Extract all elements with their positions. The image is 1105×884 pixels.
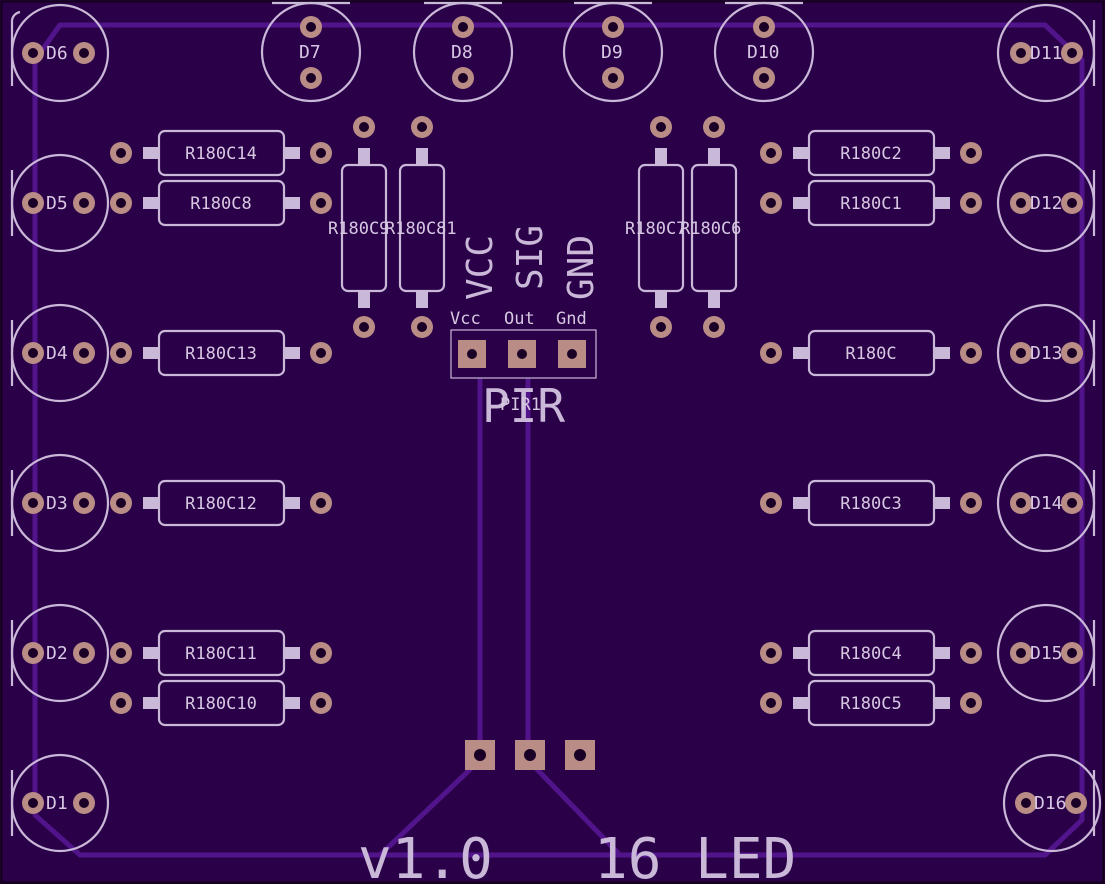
pir-vcc-label: Vcc (450, 309, 481, 329)
pir-title: PIR (482, 379, 565, 433)
resistor-r180c13[interactable]: R180C13 (110, 329, 332, 377)
led-d10[interactable]: D10 (713, 1, 815, 103)
resistor-r180c7[interactable] (637, 116, 685, 338)
vcc-big-label: VCC (460, 235, 501, 300)
resistor-r180c11[interactable]: R180C11 (110, 629, 332, 677)
resistor-r180c4[interactable]: R180C4 (760, 629, 982, 677)
led-d8[interactable]: D8 (412, 1, 514, 103)
led-d12[interactable]: D12 (996, 153, 1096, 253)
led-d13-label: D13 (1030, 343, 1063, 364)
r180c3-label: R180C3 (840, 494, 901, 514)
led-d16[interactable]: D16 (1002, 753, 1102, 853)
led-d1[interactable]: D1 (10, 753, 110, 853)
led-d5[interactable]: D5 (10, 153, 110, 253)
resistor-r180c14[interactable]: R180C14 (110, 129, 332, 177)
led-d15[interactable]: D15 (996, 603, 1096, 703)
led-d3[interactable]: D3 (10, 453, 110, 553)
resistor-r180c2[interactable]: R180C2 (760, 129, 982, 177)
pir-gnd-label: Gnd (556, 309, 587, 329)
r180c6-label: R180C6 (680, 219, 741, 239)
led-d7[interactable]: D7 (260, 1, 362, 103)
pir-connector[interactable] (450, 329, 597, 379)
pir-out-label: Out (504, 309, 535, 329)
led-d5-label: D5 (46, 193, 68, 214)
pir-big-labels: VCC SIG GND (460, 225, 602, 300)
led-d11-label: D11 (1030, 43, 1063, 64)
led-d6-label: D6 (46, 43, 68, 64)
bottom-connector[interactable] (465, 740, 595, 770)
led-d3-label: D3 (46, 493, 68, 514)
led-d12-label: D12 (1030, 193, 1063, 214)
r180c1-label: R180C1 (840, 194, 901, 214)
gnd-big-label: GND (561, 235, 602, 300)
r180c81-label: R180C81 (385, 219, 457, 239)
resistor-r180c1[interactable]: R180C1 (760, 179, 982, 227)
resistor-r180c81[interactable] (398, 116, 446, 338)
r180c14-label: R180C14 (185, 144, 257, 164)
led-d16-label: D16 (1034, 793, 1067, 814)
resistor-r180c8[interactable]: R180C8 (110, 179, 332, 227)
led-d4[interactable]: D4 (10, 303, 110, 403)
led-d9[interactable]: D9 (562, 1, 664, 103)
led-d2[interactable]: D2 (10, 603, 110, 703)
r180c8-label: R180C8 (190, 194, 251, 214)
led-d6[interactable]: D6 (10, 3, 110, 103)
led-d9-label: D9 (601, 42, 623, 63)
resistor-r180c[interactable]: R180C (760, 329, 982, 377)
led-d1-label: D1 (46, 793, 68, 814)
led-d10-label: D10 (747, 42, 780, 63)
resistor-r180c5[interactable]: R180C5 (760, 679, 982, 727)
r180c9-label: R180C9 (328, 219, 389, 239)
resistor-r180c9[interactable] (340, 116, 388, 338)
led-d8-label: D8 (451, 42, 473, 63)
led-d7-label: D7 (299, 42, 321, 63)
r180c4-label: R180C4 (840, 644, 901, 664)
resistor-r180c6[interactable] (690, 116, 738, 338)
led-d13[interactable]: D13 (996, 303, 1096, 403)
r180c-label: R180C (845, 344, 896, 364)
resistor-r180c3[interactable]: R180C3 (760, 479, 982, 527)
r180c13-label: R180C13 (185, 344, 257, 364)
r180c10-label: R180C10 (185, 694, 257, 714)
led-d14[interactable]: D14 (996, 453, 1096, 553)
r180c12-label: R180C12 (185, 494, 257, 514)
pir-ref-label: PIR1 (500, 395, 541, 415)
led-d11[interactable]: D11 (996, 3, 1096, 103)
version-label: v1.0 16 LED (358, 827, 796, 884)
led-d15-label: D15 (1030, 643, 1063, 664)
sig-big-label: SIG (510, 225, 551, 290)
led-d14-label: D14 (1030, 493, 1063, 514)
r180c5-label: R180C5 (840, 694, 901, 714)
led-d4-label: D4 (46, 343, 68, 364)
r180c11-label: R180C11 (185, 644, 257, 664)
led-d2-label: D2 (46, 643, 68, 664)
r180c7-label: R180C7 (625, 219, 686, 239)
resistor-r180c10[interactable]: R180C10 (110, 679, 332, 727)
resistor-r180c12[interactable]: R180C12 (110, 479, 332, 527)
r180c2-label: R180C2 (840, 144, 901, 164)
